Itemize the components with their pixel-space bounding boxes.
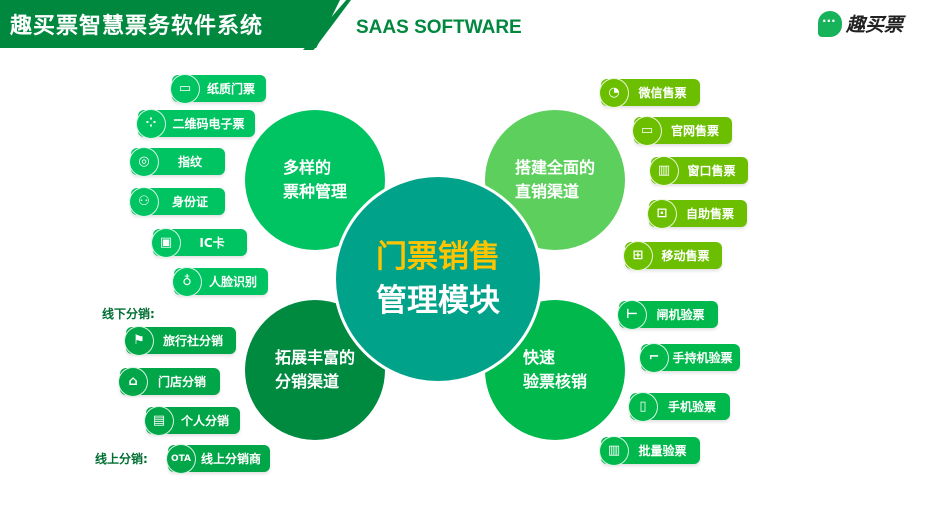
card-icon: ▣ [151,227,181,258]
pill-id-card: ⚇ 身份证 [129,186,225,217]
pill-paper-ticket: ▭ 纸质门票 [170,73,266,104]
pill-window: ▥ 窗口售票 [649,155,748,186]
scan-icon: ⊞ [623,240,653,271]
pill-label: 自助售票 [685,207,734,221]
offline-label: 线下分销: [102,307,155,321]
center-subtitle: 管理模块 [376,283,500,319]
pill-label: 闸机验票 [656,308,705,322]
pill-ic-card: ▣ IC卡 [151,227,247,258]
pill-label: 旅行社分销 [162,334,223,348]
circle-line: 拓展丰富的 [274,348,355,367]
scanner-gun-icon: ⌐ [639,342,669,373]
pill-batch: ▥ 批量验票 [599,435,700,466]
pill-label: 门店分销 [157,375,206,389]
ota-icon: OTA [166,443,196,474]
pill-label: 纸质门票 [206,82,255,96]
page-title: 趣买票智慧票务软件系统 [10,14,264,39]
center-circle: 门票销售管理模块 [333,174,543,384]
pill-label: 官网售票 [670,124,719,138]
house-icon: ⌂ [118,366,148,397]
pill-store: ⌂ 门店分销 [118,366,220,397]
circle-line: 直销渠道 [514,182,579,201]
pill-label: 身份证 [171,195,208,209]
subtitle: SAAS SOFTWARE [356,17,522,38]
circle-line: 验票核销 [522,372,587,391]
bag-icon: ⊡ [647,198,677,229]
wechat-icon: ◔ [599,77,629,108]
pill-label: 移动售票 [661,249,710,263]
logo-text: 趣买票 [846,14,904,36]
pill-label: 指纹 [177,155,202,169]
pill-label: 二维码电子票 [172,117,245,131]
online-label: 线上分销: [95,452,148,466]
monitor-icon: ▭ [632,115,662,146]
pill-label: 窗口售票 [687,164,736,178]
pill-fingerprint: ◎ 指纹 [129,146,225,177]
pill-mobile: ⊞ 移动售票 [623,240,722,271]
pill-label: 个人分销 [180,414,229,428]
pill-face-recognition: ♁ 人脸识别 [172,266,268,297]
pill-self-service: ⊡ 自助售票 [647,198,747,229]
gate-icon: ⊢ [617,299,647,330]
pill-website: ▭ 官网售票 [632,115,732,146]
pill-label: 手持机验票 [672,351,733,365]
pill-wechat: ◔ 微信售票 [599,77,700,108]
circle-distribution: 拓展丰富的分销渠道 [245,300,385,440]
window-icon: ▥ [649,155,679,186]
person-icon: ♁ [172,266,202,297]
pill-gate: ⊢ 闸机验票 [617,299,718,330]
pill-label: 批量验票 [638,444,687,458]
pill-label: IC卡 [199,236,225,250]
circle-line: 搭建全面的 [514,158,595,177]
pill-online-distributor: OTA 线上分销商 [166,443,270,474]
circle-line: 分销渠道 [274,372,339,391]
pill-label: 人脸识别 [208,275,257,289]
tickets-icon: ▥ [599,435,629,466]
flag-icon: ⚑ [124,325,154,356]
logo: 趣买票 [818,10,903,37]
logo-chat-icon [818,10,842,37]
fingerprint-icon: ◎ [129,146,159,177]
pill-label: 微信售票 [638,86,687,100]
contact-book-icon: ▤ [144,405,174,436]
qr-code-icon: ⁘ [136,108,166,139]
circle-line: 多样的 [282,158,331,177]
people-icon: ⚇ [129,186,159,217]
pill-qr-ticket: ⁘ 二维码电子票 [136,108,255,139]
pill-label: 手机验票 [667,400,716,414]
header-banner [0,0,340,48]
center-title: 门票销售 [376,239,500,275]
pill-handheld: ⌐手持机验票 [639,342,740,373]
pill-label: 线上分销商 [200,452,261,466]
pill-phone: ▯ 手机验票 [628,391,730,422]
calendar-icon: ▭ [170,73,200,104]
circle-line: 快速 [522,348,555,367]
pill-personal: ▤ 个人分销 [144,405,240,436]
phone-icon: ▯ [628,391,658,422]
pill-travel-agency: ⚑ 旅行社分销 [124,325,236,356]
circle-line: 票种管理 [282,182,347,201]
